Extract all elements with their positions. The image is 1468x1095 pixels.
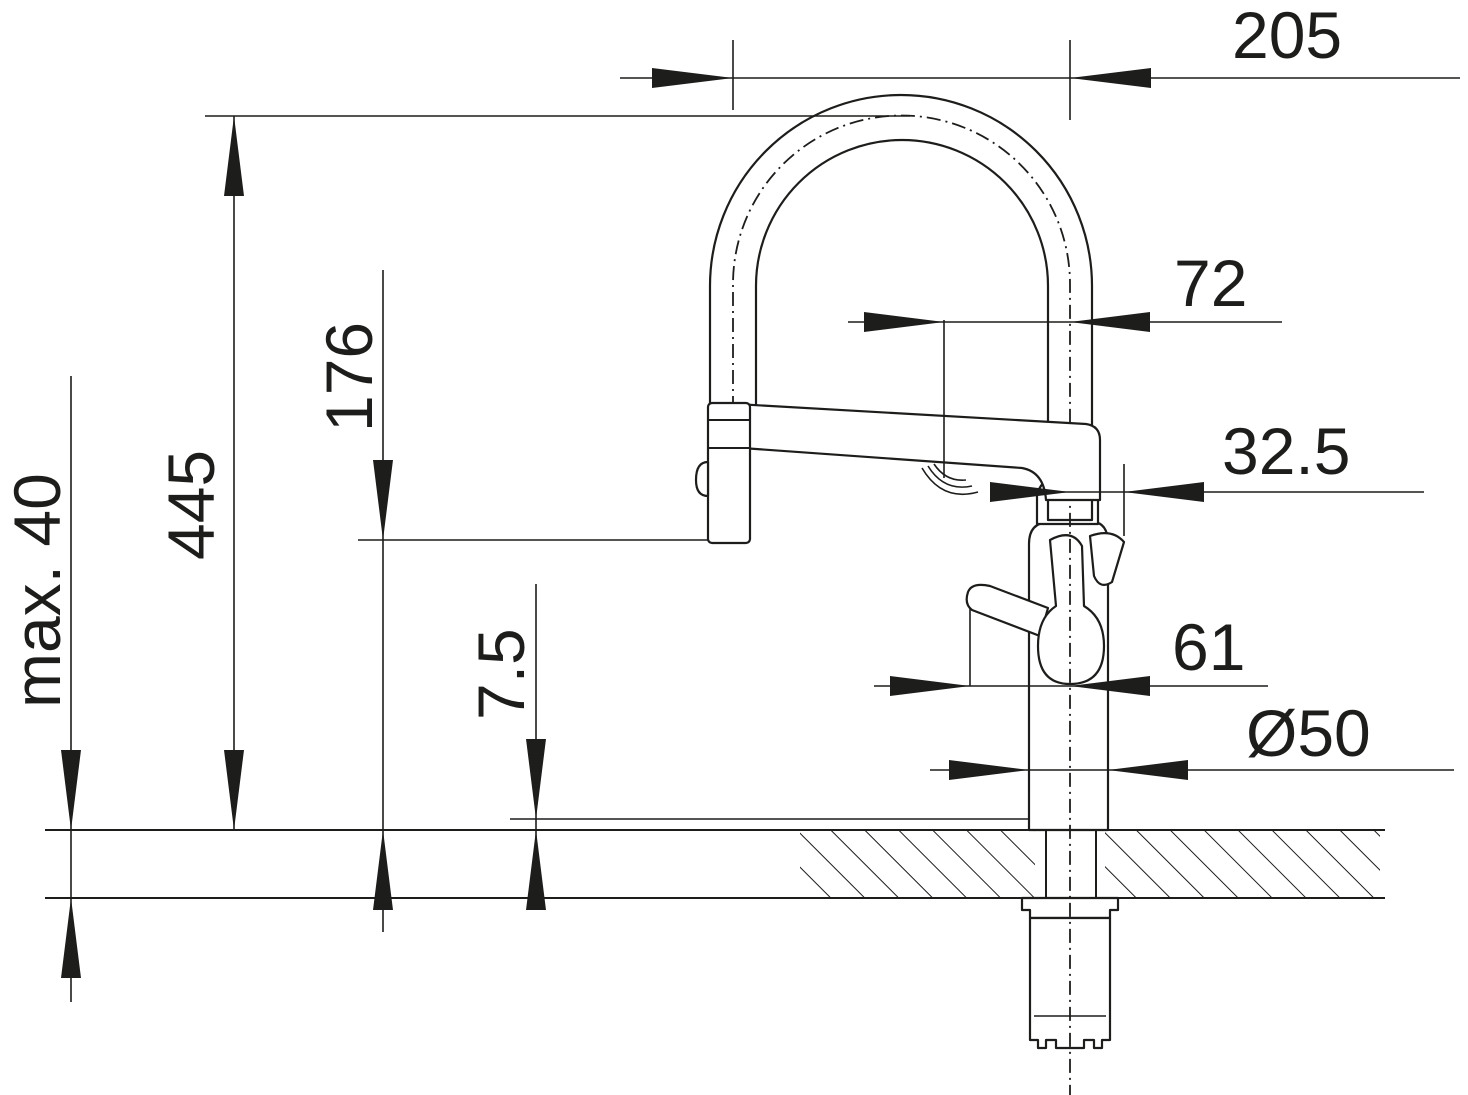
- spray-head: [694, 401, 752, 545]
- spray-arm: [734, 320, 1102, 502]
- dim-7-5: 7.5: [464, 584, 1029, 910]
- dim-32-5-label: 32.5: [1222, 414, 1350, 488]
- dim-176-label: 176: [312, 322, 386, 432]
- dim-445-label: 445: [154, 450, 228, 560]
- countertop: [45, 829, 1385, 899]
- dim-max-40: max. 40: [0, 376, 81, 1002]
- mounting-shank: [1020, 896, 1120, 1050]
- dim-72-label: 72: [1174, 246, 1247, 320]
- dim-61-label: 61: [1172, 610, 1245, 684]
- dim-diameter-50-label: Ø50: [1246, 696, 1371, 770]
- dim-7-5-label: 7.5: [464, 628, 538, 720]
- dim-445: 445: [154, 115, 910, 830]
- dim-max-40-label: max. 40: [0, 473, 74, 708]
- dim-32-5: 32.5: [990, 414, 1424, 536]
- dim-176: 176: [312, 270, 708, 932]
- sensor-icon: [921, 463, 979, 496]
- dim-205: 205: [620, 0, 1460, 120]
- dim-61: 61: [874, 610, 1268, 696]
- dim-205-label: 205: [1232, 0, 1342, 72]
- dim-diameter-50: Ø50: [930, 696, 1454, 790]
- faucet-body: [965, 476, 1126, 832]
- dim-72: 72: [848, 246, 1282, 332]
